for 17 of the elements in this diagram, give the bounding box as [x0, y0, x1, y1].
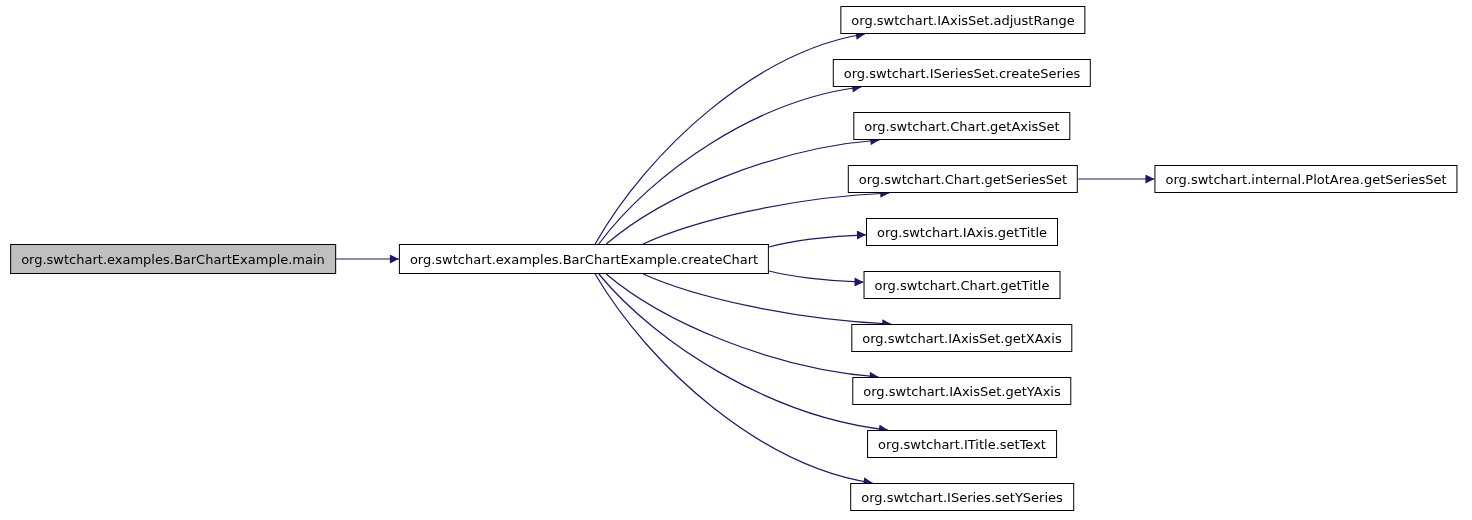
arrow	[1077, 174, 1156, 184]
arrow	[768, 230, 867, 248]
arrow	[768, 270, 865, 287]
function-box: org.swtchart.Chart.getAxisSet	[853, 112, 1071, 140]
function-box: org.swtchart.examples.BarChartExample.main	[10, 244, 336, 274]
function-box: org.swtchart.IAxis.getTitle	[866, 218, 1058, 246]
function-box: org.swtchart.IAxisSet.adjustRange	[840, 6, 1086, 34]
function-box: org.swtchart.ISeriesSet.createSeries	[832, 59, 1092, 87]
function-box: org.swtchart.ISeries.setYSeries	[850, 483, 1074, 511]
function-box: org.swtchart.ITitle.setText	[867, 430, 1057, 458]
function-box: org.swtchart.IAxisSet.getYAxis	[852, 377, 1072, 405]
function-box: org.swtchart.Chart.getSeriesSet	[847, 165, 1079, 193]
function-box: org.swtchart.internal.PlotArea.getSeriesSet	[1154, 165, 1458, 193]
function-box: org.swtchart.Chart.getTitle	[863, 271, 1061, 299]
function-box: org.swtchart.IAxisSet.getXAxis	[851, 324, 1073, 352]
arrow	[335, 254, 400, 264]
function-box: org.swtchart.examples.BarChartExample.createChart	[398, 244, 770, 274]
